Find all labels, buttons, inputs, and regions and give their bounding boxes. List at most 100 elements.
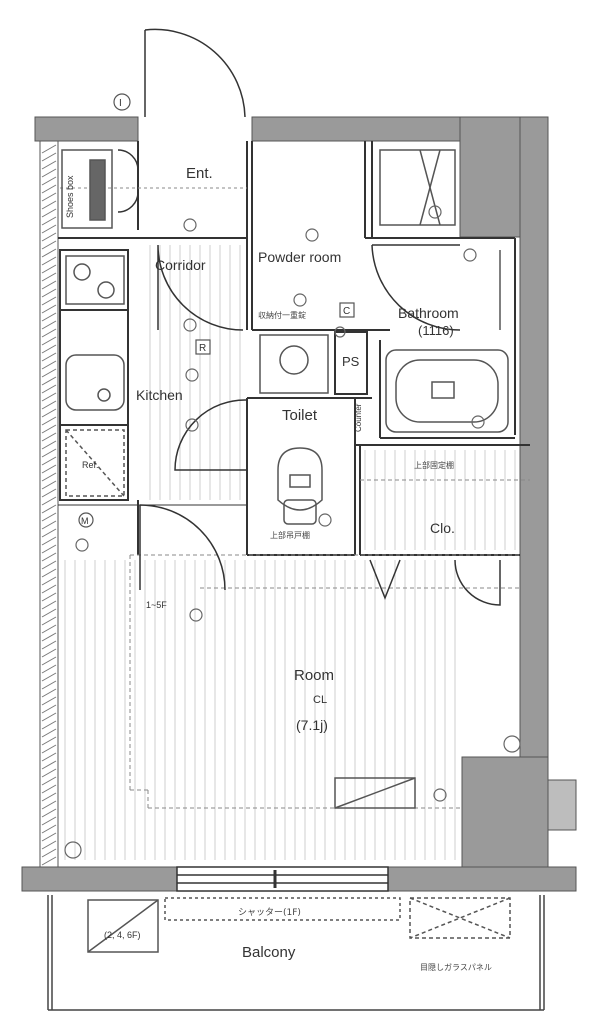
wall-hatch-line [41,248,57,258]
wall-hatch-line [41,784,57,794]
label-closet: Clo. [430,520,455,536]
label-powder-room: Powder room [258,249,341,265]
note-glass-panel: 目隠しガラスパネル [420,962,492,972]
wall-bottom-right [387,866,577,892]
wall-hatch-line [41,512,57,522]
wall-hatch-line [41,464,57,474]
interior-walls [58,141,530,809]
wall-hatch-line [41,328,57,338]
wall-hatch-line [41,168,57,178]
label-balcony: Balcony [242,944,296,961]
r-box-symbol [195,339,211,355]
wall-hatch-line [41,600,57,610]
wall-hatch-line [41,408,57,418]
label-ps: PS [342,354,360,369]
outdoor-unit-space [409,897,511,939]
wall-hatch-line [41,768,57,778]
wall-hatch-line [41,160,57,170]
wall-hatch-line [41,360,57,370]
wall-left-hatch [41,144,57,866]
note-washer-pan: 収納付一重錠 [258,310,306,320]
wall-hatch-line [41,696,57,706]
balcony-rail [47,895,545,1011]
aircon-unit [334,777,416,809]
wall-hatch-line [41,240,57,250]
label-toilet: Toilet [282,407,318,424]
label-bathroom: Bathroom [398,305,459,321]
wall-hatch-line [41,592,57,602]
wall-hatch-line [41,256,57,266]
label-room-size: (7.1j) [296,717,328,733]
wall-hatch-line [41,712,57,722]
shoes-box [61,149,113,229]
note-upper-shelf: 上部固定棚 [414,460,454,470]
wall-hatch-line [41,848,57,858]
r-box-label: R [199,343,206,354]
wall-hatch-line [41,624,57,634]
wall-hatch-line [41,344,57,354]
label-bathroom-size: (1116) [418,323,454,338]
wall-hatch-line [41,776,57,786]
wall-hatch-line [41,472,57,482]
meter-symbol [78,512,94,528]
wall-hatch-line [41,760,57,770]
wall-hatch-line [41,392,57,402]
c-box-symbol [339,302,355,318]
wall-hatch-line [41,528,57,538]
wall-hatch-line [41,176,57,186]
electrical-symbols [64,205,521,859]
wall-hatch-line [41,744,57,754]
annotations: 収納付一重錠 上部固定棚 上部吊戸棚 1~5F (2, 4, 6F) シャッター… [82,310,492,972]
wash-basin [259,334,329,394]
wall-hatch-line [41,480,57,490]
wall-hatch-line [41,184,57,194]
wall-hatch-line [41,456,57,466]
wall-hatch-line [41,568,57,578]
note-floor-range: 1~5F [146,600,167,610]
note-ref: Ref. [82,460,99,470]
wall-hatch-line [41,296,57,306]
interphone-symbol [113,93,131,111]
wall-hatch-line [41,656,57,666]
label-kitchen: Kitchen [136,387,183,403]
wall-hatch-line [41,832,57,842]
wall-hatch-line [41,552,57,562]
label-shoes-box: Shoes box [65,175,75,218]
refrigerator-space [65,429,125,497]
wall-hatch-line [41,384,57,394]
wall-hatch-line [41,200,57,210]
wall-hatch-line [41,648,57,658]
wall-hatch-line [41,224,57,234]
fixtures [61,149,511,953]
wall-right-notch [547,779,577,831]
wall-hatch-line [41,704,57,714]
label-counter: Counter [354,403,363,432]
flooring-pattern [64,245,516,860]
kitchen-sink [65,354,125,411]
label-entrance: Ent. [186,165,213,182]
doors [117,28,501,892]
wall-hatch-line [41,496,57,506]
wall-hatch-line [41,608,57,618]
wall-hatch-line [41,520,57,530]
note-shutter: シャッター(1F) [238,907,301,918]
wall-hatch-line [41,840,57,850]
label-corridor: Corridor [155,257,206,273]
symbol-badges [78,93,355,528]
wall-hatch-line [41,808,57,818]
wall-hatch-line [41,504,57,514]
wall-hatch-line [41,232,57,242]
wall-hatch-line [41,352,57,362]
stove [65,255,125,305]
wall-hatch-line [41,424,57,434]
wall-hatch-line [41,400,57,410]
c-box-label: C [343,306,350,317]
label-room: Room [294,667,334,684]
wall-hatch-line [41,536,57,546]
interphone-label: I [119,98,122,109]
wall-hatch-line [41,816,57,826]
wall-hatch-line [41,416,57,426]
wall-hatch-line [41,432,57,442]
wall-hatch-line [41,280,57,290]
wall-hatch-line [41,144,57,154]
